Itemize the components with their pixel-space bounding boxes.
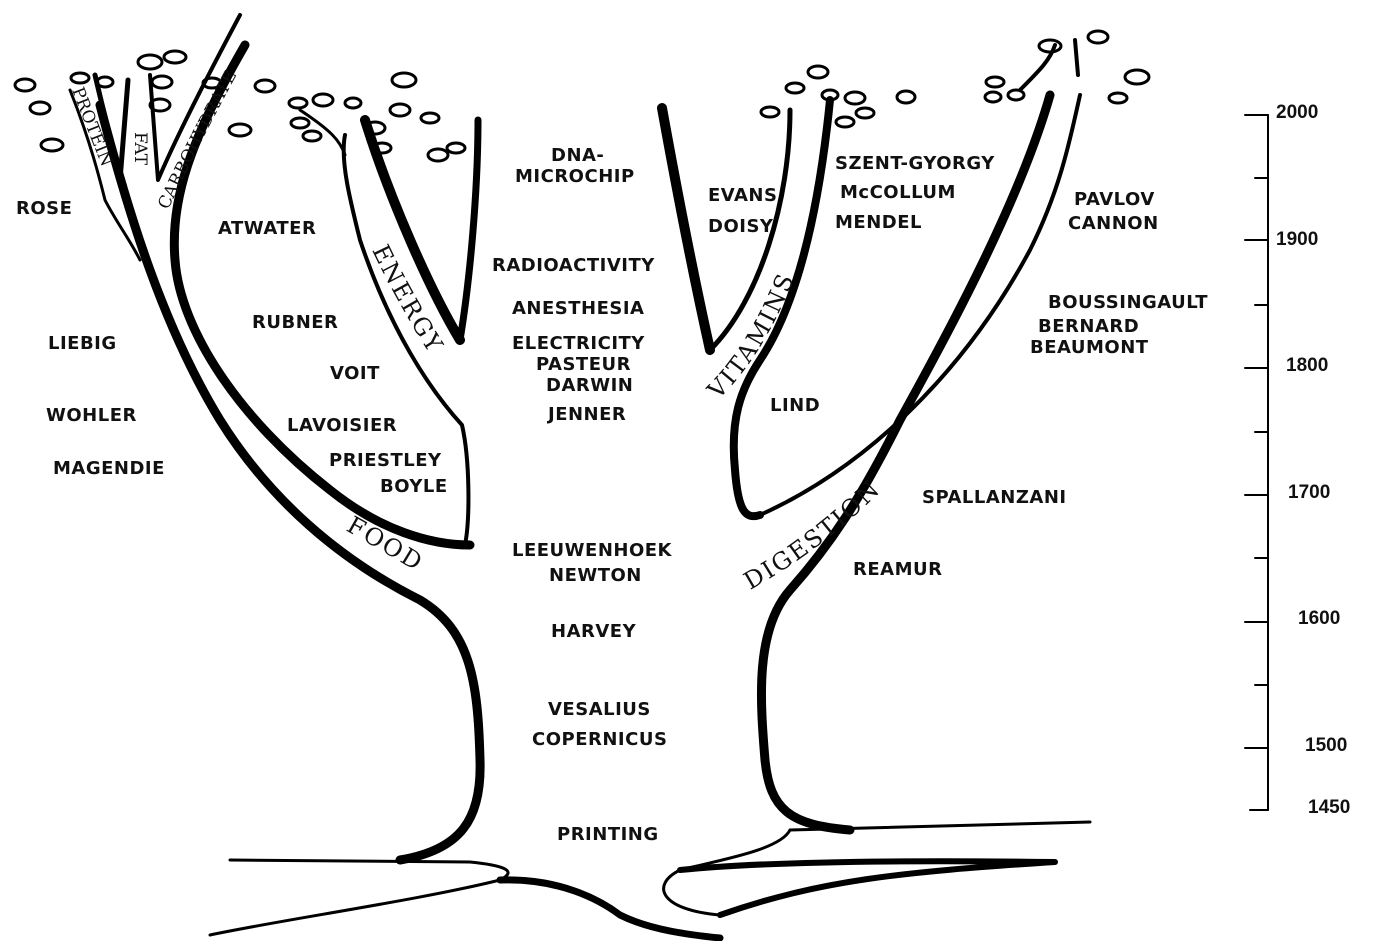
- root-right-lower: [680, 861, 1055, 915]
- label-voit: VOIT: [330, 365, 380, 383]
- label-boyle: BOYLE: [380, 478, 448, 496]
- label-reamur: REAMUR: [853, 561, 942, 579]
- label-mendel: MENDEL: [835, 214, 922, 232]
- label-pavlov: PAVLOV: [1074, 191, 1155, 209]
- label-mccollum: McCOLLUM: [840, 184, 956, 202]
- label-szent-gyorgy: SZENT-GYORGY: [835, 155, 995, 173]
- label-dna: DNA-: [551, 147, 604, 165]
- fat-branch-label: FAT: [130, 132, 150, 166]
- label-electricity: ELECTRICITY: [512, 335, 645, 353]
- label-liebig: LIEBIG: [48, 335, 117, 353]
- label-anesthesia: ANESTHESIA: [512, 300, 645, 318]
- label-magendie: MAGENDIE: [53, 460, 165, 478]
- label-leeuwenhoek: LEEUWENHOEK: [512, 542, 672, 560]
- root-left: [210, 860, 508, 935]
- label-microchip: MICROCHIP: [515, 168, 635, 186]
- label-priestley: PRIESTLEY: [329, 452, 442, 470]
- label-radioactivity: RADIOACTIVITY: [492, 257, 655, 275]
- label-lind: LIND: [770, 397, 820, 415]
- year-label-1600: 1600: [1298, 609, 1340, 628]
- year-label-1450: 1450: [1308, 798, 1350, 817]
- label-newton: NEWTON: [549, 567, 642, 585]
- label-spallanzani: SPALLANZANI: [922, 489, 1067, 507]
- label-vesalius: VESALIUS: [548, 701, 651, 719]
- year-label-2000: 2000: [1276, 103, 1318, 122]
- label-printing: PRINTING: [557, 826, 659, 844]
- label-rose: ROSE: [16, 200, 72, 218]
- label-darwin: DARWIN: [546, 377, 633, 395]
- label-atwater: ATWATER: [218, 220, 316, 238]
- year-label-1700: 1700: [1288, 483, 1330, 502]
- right-branch-tip: [1020, 40, 1078, 90]
- label-copernicus: COPERNICUS: [532, 731, 667, 749]
- label-jenner: JENNER: [548, 406, 626, 424]
- label-bernard: BERNARD: [1038, 318, 1139, 336]
- label-cannon: CANNON: [1068, 215, 1159, 233]
- label-rubner: RUBNER: [252, 314, 338, 332]
- carbohydrate-branch-label: CARBOHYDRATE: [154, 67, 241, 212]
- year-label-1800: 1800: [1286, 356, 1328, 375]
- label-beaumont: BEAUMONT: [1030, 339, 1149, 357]
- label-boussingault: BOUSSINGAULT: [1048, 294, 1208, 312]
- vitamin-branch-left: [662, 108, 710, 350]
- label-wohler: WOHLER: [46, 407, 137, 425]
- timeline-ticks: [1245, 115, 1268, 810]
- label-harvey: HARVEY: [551, 623, 636, 641]
- label-evans: EVANS: [708, 187, 777, 205]
- year-label-1500: 1500: [1305, 736, 1347, 755]
- year-label-1900: 1900: [1276, 230, 1318, 249]
- label-doisy: DOISY: [708, 218, 773, 236]
- trunk-right-outline: [761, 95, 1050, 830]
- label-lavoisier: LAVOISIER: [287, 417, 397, 435]
- label-pasteur: PASTEUR: [536, 356, 631, 374]
